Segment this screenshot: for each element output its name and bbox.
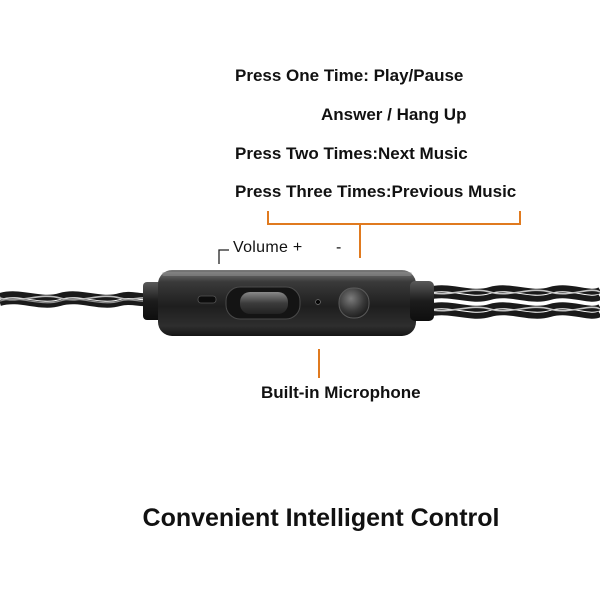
indicator-slot bbox=[197, 295, 217, 304]
volume-minus-label: - bbox=[336, 239, 342, 256]
volume-plus-label: Volume + bbox=[233, 239, 303, 256]
instruction-next-music: Press Two Times:Next Music bbox=[235, 144, 468, 163]
multifunction-button[interactable] bbox=[338, 287, 370, 319]
instruction-answer-hangup: Answer / Hang Up bbox=[321, 105, 467, 124]
right-end-cap bbox=[410, 281, 434, 321]
caption-title: Convenient Intelligent Control bbox=[142, 504, 500, 532]
remote-control bbox=[143, 270, 434, 336]
instruction-previous-music: Press Three Times:Previous Music bbox=[235, 182, 517, 201]
multifunction-callout bbox=[267, 211, 521, 258]
left-cable bbox=[0, 291, 146, 308]
volume-bracket bbox=[218, 249, 229, 264]
microphone-label: Built-in Microphone bbox=[261, 383, 421, 402]
instruction-play-pause: Press One Time: Play/Pause bbox=[235, 66, 464, 85]
microphone-hole bbox=[315, 299, 321, 305]
right-cable-lower bbox=[427, 302, 600, 319]
right-cable-upper bbox=[427, 285, 600, 302]
